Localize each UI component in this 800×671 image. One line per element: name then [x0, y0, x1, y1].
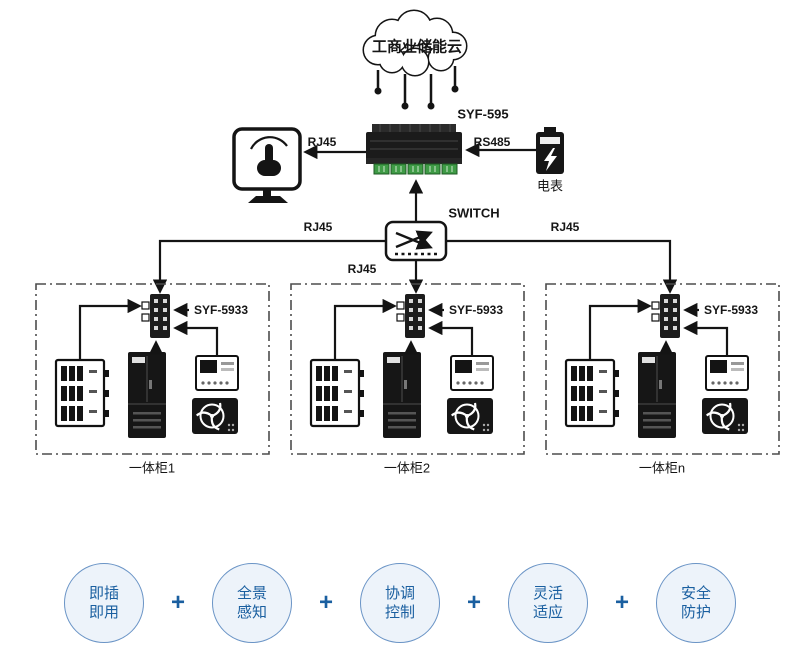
feature-text: 灵活	[533, 584, 564, 602]
cabinet-2-name: 一体柜2	[383, 460, 431, 476]
feature-text: 控制	[384, 604, 415, 621]
feature-circle-flexible-adaptation: 灵活 适应	[508, 563, 589, 643]
cabinet-2-device-label: SYF-5933	[449, 303, 504, 317]
cabinet-3-name: 一体柜n	[638, 460, 686, 476]
diagram-art	[0, 9, 800, 500]
meter-icon	[536, 127, 564, 174]
feature-text: 适应	[533, 604, 564, 621]
feature-text: 防护	[681, 604, 712, 621]
feature-text: 全景	[236, 584, 267, 602]
plus-separator: +	[318, 589, 333, 616]
gateway-device-icon	[366, 124, 462, 175]
cloud-icon	[362, 9, 468, 110]
switch-cabinet3-link	[446, 239, 678, 294]
rj45-right-label: RJ45	[550, 220, 580, 234]
touchscreen-icon	[232, 127, 302, 203]
switch-cabinet1-link	[152, 239, 386, 294]
cabinet-3-device-label: SYF-5933	[704, 303, 759, 317]
feature-circle-coordinated-control: 协调 控制	[360, 563, 440, 643]
feature-circle-panoramic-sensing: 全景 感知	[211, 563, 292, 643]
rs485-label: RS485	[473, 135, 511, 149]
feature-text: 感知	[236, 604, 267, 621]
feature-circle-safety-protection: 安全 防护	[656, 563, 737, 643]
feature-circle-plug-and-play: 即插 即用	[63, 563, 144, 643]
gateway-label: SYF-595	[457, 106, 509, 122]
feature-text: 安全	[681, 584, 712, 602]
plus-separator: +	[170, 589, 185, 616]
rj45-monitor-label: RJ45	[307, 135, 337, 149]
plus-separator: +	[615, 589, 630, 616]
plus-separator: +	[467, 589, 482, 616]
rj45-left-label: RJ45	[303, 220, 333, 234]
cloud-connector-drops	[376, 66, 457, 103]
rj45-middle-label: RJ45	[347, 262, 377, 276]
cloud-label: 工商业储能云	[371, 38, 463, 56]
feature-text: 协调	[384, 584, 415, 602]
meter-label: 电表	[536, 178, 564, 194]
switch-label: SWITCH	[448, 205, 500, 221]
feature-text: 即插	[88, 584, 119, 602]
switch-icon	[384, 220, 448, 262]
cabinet-1-device-label: SYF-5933	[194, 303, 249, 317]
cabinet-1-name: 一体柜1	[128, 460, 176, 476]
feature-text: 即用	[88, 604, 119, 621]
feature-row: 即插 即用 + 全景 感知 + 协调 控制 + 灵活 适应 + 安全 防护	[0, 563, 800, 643]
